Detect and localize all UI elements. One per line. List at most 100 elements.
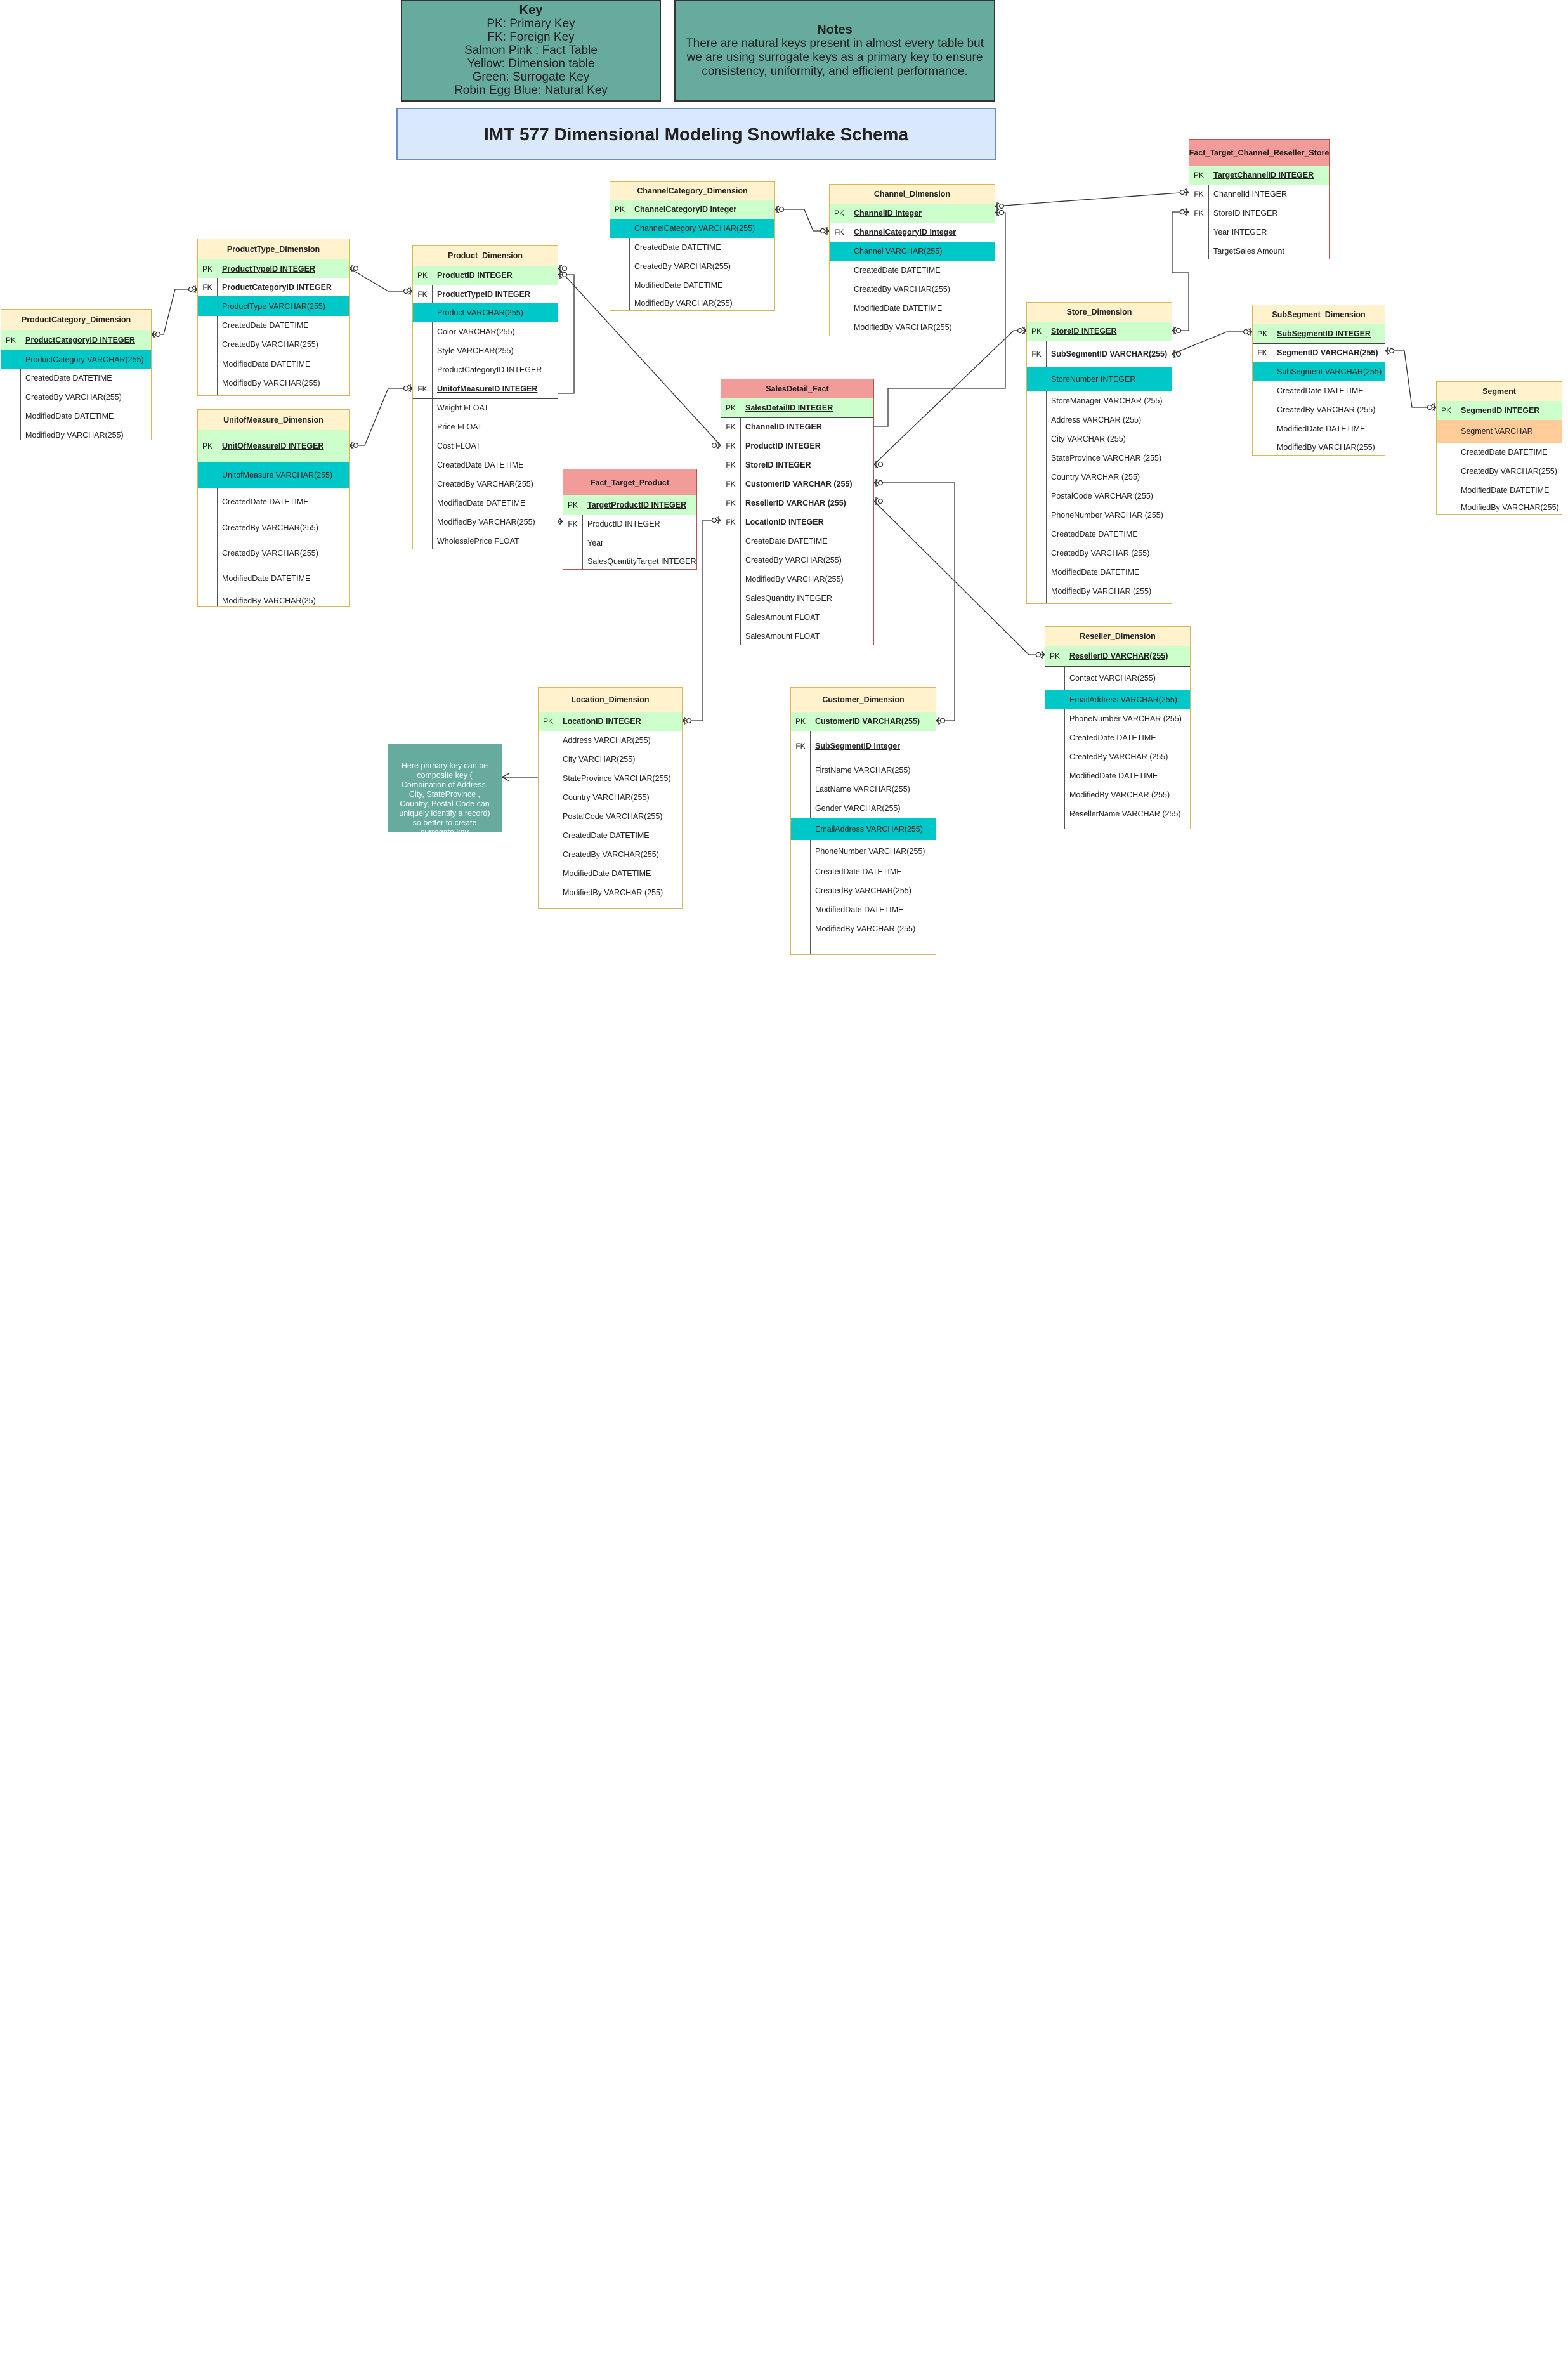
segment-column-row: Segment VARCHAR xyxy=(1437,420,1562,443)
facttargetproduct-column-row: SalesQuantityTarget INTEGER xyxy=(563,553,696,570)
key-marker: FK xyxy=(795,741,806,751)
store-salesdetail-end-marker xyxy=(877,461,884,468)
column-name: ModifiedBy VARCHAR(255) xyxy=(634,299,733,308)
reseller-column-row: Contact VARCHAR(255) xyxy=(1045,666,1190,690)
column-name: SalesAmount FLOAT xyxy=(745,632,820,641)
subsegment-segment-end-marker xyxy=(1388,348,1395,354)
store-column-row: StoreNumber INTEGER xyxy=(1027,367,1172,391)
column-name: ProductCategoryID INTEGER xyxy=(25,336,135,344)
column-name: TargetChannelID INTEGER xyxy=(1213,171,1314,180)
channel-column-row: CreatedBy VARCHAR(255) xyxy=(830,280,995,299)
key-marker: FK xyxy=(202,282,212,292)
store-column-row: Address VARCHAR (255) xyxy=(1027,410,1172,429)
store-subsegment-end-marker xyxy=(1175,351,1182,357)
column-name: PhoneNumber VARCHAR (255) xyxy=(1051,511,1163,520)
unitofmeasure-product-crow-foot xyxy=(349,442,354,449)
column-name: ModifiedDate DATETIME xyxy=(222,574,311,583)
key-box: Key PK: Primary Key FK: Foreign Key Salm… xyxy=(401,0,661,102)
channel-facttargetchannel-crow-foot xyxy=(1184,188,1189,196)
column-name: Year INTEGER xyxy=(1213,228,1267,237)
location-note-arrowhead xyxy=(501,773,510,782)
key-line: Yellow: Dimension table xyxy=(467,57,595,70)
store-facttargetchannel-connector xyxy=(1172,211,1189,331)
customer-column-row: PK CustomerID VARCHAR(255) xyxy=(791,712,936,731)
salesdetail-customer-connector xyxy=(874,482,955,721)
key-line: FK: Foreign Key xyxy=(487,30,575,44)
column-name: CreatedDate DATETIME xyxy=(437,461,524,469)
column-name: StateProvince VARCHAR(255) xyxy=(563,774,671,783)
column-name: ModifiedDate DATETIME xyxy=(1277,424,1366,433)
key-column-divider xyxy=(1046,322,1047,603)
column-name: CustomerID VARCHAR(255) xyxy=(815,717,920,726)
producttype-product-end-marker xyxy=(353,265,359,272)
column-name: ProductCategoryID INTEGER xyxy=(222,282,332,292)
key-marker: FK xyxy=(726,423,736,431)
column-name: Color VARCHAR(255) xyxy=(437,327,515,336)
column-name: CreatedDate DATETIME xyxy=(1051,530,1138,539)
unitofmeasure-column-row: CreatedBy VARCHAR(255) xyxy=(198,515,349,541)
key-marker: PK xyxy=(795,717,806,726)
column-name: ModifiedBy VARCHAR(255) xyxy=(1277,443,1375,452)
column-name: CustomerID VARCHAR (255) xyxy=(745,480,853,488)
subsegment-table-title: SubSegment_Dimension xyxy=(1253,305,1385,325)
channel-table-title: Channel_Dimension xyxy=(830,185,995,204)
column-name: Channel VARCHAR(255) xyxy=(854,247,943,256)
key-marker: FK xyxy=(1194,190,1204,199)
column-name: ProductID INTEGER xyxy=(745,442,821,450)
column-name: ModifiedDate DATETIME xyxy=(437,499,526,508)
location-column-row: Address VARCHAR(255) xyxy=(539,731,682,750)
column-name: CreatedDate DATETIME xyxy=(1461,448,1548,457)
key-marker: FK xyxy=(726,518,736,527)
key-marker: FK xyxy=(834,228,844,237)
unitofmeasure-column-row: ModifiedDate DATETIME xyxy=(198,566,349,591)
channel-column-row: CreatedDate DATETIME xyxy=(830,261,995,280)
column-name: ModifiedDate DATETIME xyxy=(25,412,114,421)
column-name: CreatedBy VARCHAR(255) xyxy=(854,285,950,294)
store-column-row: ModifiedBy VARCHAR (255) xyxy=(1027,582,1172,601)
channelcategory-table-title: ChannelCategory_Dimension xyxy=(610,182,774,200)
column-name: SegmentID INTEGER xyxy=(1461,406,1540,415)
key-marker: PK xyxy=(1031,327,1042,336)
productcategory-producttype-connector xyxy=(152,289,197,335)
column-name: ChannelId INTEGER xyxy=(1213,190,1288,199)
notes-box: Notes There are natural keys present in … xyxy=(674,0,995,102)
product-column-row: Product VARCHAR(255) xyxy=(413,303,558,322)
channelcategory-channel-crow-foot xyxy=(825,227,830,235)
product-column-row: Color VARCHAR(255) xyxy=(413,322,558,341)
column-name: ProductType VARCHAR(255) xyxy=(222,301,326,311)
column-name: ChannelCategoryID Integer xyxy=(854,228,957,237)
subsegment-segment-connector xyxy=(1385,350,1436,408)
column-name: CreatedDate DATETIME xyxy=(815,867,902,876)
notes-title: Notes xyxy=(817,23,853,37)
column-name: CreatedDate DATETIME xyxy=(222,321,309,330)
store-subsegment-crow-foot xyxy=(1172,350,1177,358)
key-column-divider xyxy=(582,495,583,569)
key-marker: FK xyxy=(1031,350,1042,358)
store-facttargetchannel-end-marker xyxy=(1175,327,1182,334)
customer-column-row: PhoneNumber VARCHAR(255) xyxy=(791,840,936,862)
customer-column-row: CreatedBy VARCHAR(255) xyxy=(791,881,936,900)
